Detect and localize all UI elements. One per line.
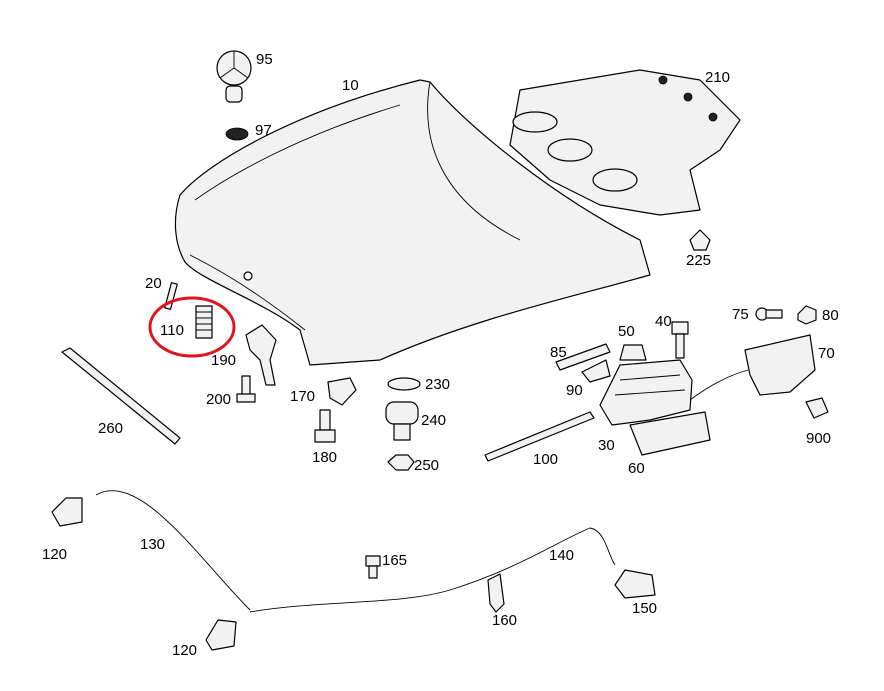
nut-part-80 <box>797 305 817 325</box>
emblem-part-95 <box>216 50 252 103</box>
label-210: 210 <box>705 69 731 86</box>
clip-part-225 <box>689 229 711 251</box>
label-70: 70 <box>818 345 835 362</box>
label-230: 230 <box>425 376 451 393</box>
seal-strip-part-260 <box>61 347 181 445</box>
label-80: 80 <box>822 307 839 324</box>
label-240: 240 <box>421 412 447 429</box>
label-10: 10 <box>342 77 359 94</box>
label-40: 40 <box>655 313 672 330</box>
label-85: 85 <box>550 344 567 361</box>
label-120-lower: 120 <box>172 642 198 659</box>
label-900: 900 <box>806 430 832 447</box>
plug-part-900 <box>805 397 829 419</box>
release-handle-part-120-lower <box>205 619 237 651</box>
label-250: 250 <box>414 457 440 474</box>
label-165: 165 <box>382 552 408 569</box>
label-97: 97 <box>255 122 272 139</box>
label-190: 190 <box>211 352 237 369</box>
grommet-part-97 <box>225 127 249 141</box>
bracket-part-85 <box>555 343 611 371</box>
handle-part-60 <box>629 411 711 456</box>
label-200: 200 <box>206 391 232 408</box>
label-130: 130 <box>140 536 166 553</box>
release-part-150 <box>614 569 656 599</box>
buffer-part-240 <box>385 401 419 441</box>
label-110: 110 <box>160 322 184 339</box>
bump-stop-part-110 <box>195 305 213 339</box>
label-180: 180 <box>312 449 338 466</box>
bolt-part-200 <box>236 375 256 403</box>
label-50: 50 <box>618 323 635 340</box>
bolt-part-40 <box>671 321 689 359</box>
cable-part-130 <box>95 490 251 611</box>
cap-part-50 <box>619 344 647 361</box>
label-170: 170 <box>290 388 316 405</box>
highlight-circle <box>148 296 236 358</box>
label-150: 150 <box>632 600 658 617</box>
disc-part-230 <box>387 377 421 391</box>
bracket-part-90 <box>581 359 611 383</box>
label-260: 260 <box>98 420 124 437</box>
bolt-part-75 <box>755 307 783 321</box>
label-100: 100 <box>533 451 559 468</box>
label-20: 20 <box>145 275 162 292</box>
actuator-part-70 <box>689 334 816 401</box>
hinge-part-190 <box>245 324 277 386</box>
release-handle-part-120-upper <box>51 497 83 527</box>
label-160: 160 <box>492 612 518 629</box>
gas-strut-part-100 <box>484 411 595 462</box>
clip-part-170 <box>327 377 357 406</box>
bolt-part-180 <box>314 409 336 443</box>
nut-part-250 <box>387 454 415 471</box>
label-90: 90 <box>566 382 583 399</box>
label-225: 225 <box>686 252 712 269</box>
pin-part-165 <box>365 555 381 579</box>
bracket-part-160 <box>487 573 505 613</box>
hood-part-10 <box>174 79 651 366</box>
label-120-upper: 120 <box>42 546 68 563</box>
label-30: 30 <box>598 437 615 454</box>
label-75: 75 <box>732 306 749 323</box>
lock-part-30 <box>599 359 693 426</box>
insulation-pad-part-210 <box>509 69 741 216</box>
cable-part-140 <box>249 527 616 613</box>
label-140: 140 <box>549 547 575 564</box>
label-60: 60 <box>628 460 645 477</box>
label-95: 95 <box>256 51 273 68</box>
